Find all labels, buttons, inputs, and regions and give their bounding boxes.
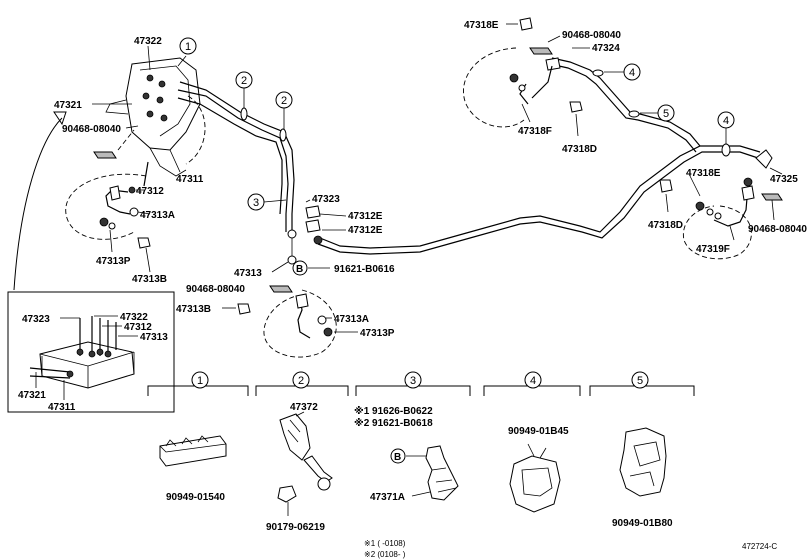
clamp-group-1: 1 90949-01540	[147, 371, 249, 503]
label-47325: 47325	[770, 174, 798, 185]
b-marker-mid: B	[292, 260, 308, 276]
svg-text:4: 4	[723, 115, 729, 127]
label-47321-top: 47321	[54, 100, 82, 111]
svg-text:2: 2	[281, 95, 287, 107]
label-90468-top-left: 90468-08040	[62, 124, 121, 135]
label-47313B-mid: 47313B	[176, 304, 211, 315]
label-47322-top: 47322	[134, 36, 162, 47]
label-47318E-top: 47318E	[464, 20, 499, 31]
label-47312E-b: 47312E	[348, 225, 383, 236]
label-47312-top: 47312	[136, 186, 164, 197]
svg-text:5: 5	[637, 375, 643, 387]
label-91621: 91621-B0616	[334, 264, 395, 275]
inset-label-47323: 47323	[22, 314, 50, 325]
clamp-3-part-b: ※2 91621-B0618	[354, 417, 433, 429]
footnote-1: ※1 ( -0108)	[364, 539, 406, 548]
label-47324: 47324	[592, 43, 620, 54]
callout-4-right: 4	[717, 111, 735, 144]
label-47313P-mid: 47313P	[360, 328, 395, 339]
clamp-1-part: 90949-01540	[166, 492, 225, 503]
svg-text:4: 4	[629, 67, 635, 79]
callout-2-a: 2	[235, 71, 253, 108]
clamp-5-part: 90949-01B80	[612, 518, 673, 529]
callout-5: 5	[640, 104, 675, 122]
svg-text:2: 2	[241, 75, 247, 87]
callout-3-mid: 3	[247, 193, 287, 211]
clamp-2-part-b: 90179-06219	[266, 522, 325, 533]
footnote-2: ※2 (0108- )	[364, 550, 406, 559]
callout-1-top: 1	[177, 37, 197, 67]
label-47323-mid: 47323	[312, 194, 340, 205]
label-90468-top-right: 90468-08040	[562, 30, 621, 41]
label-47318E-right: 47318E	[686, 168, 721, 179]
svg-text:3: 3	[253, 197, 259, 209]
callout-4-top: 4	[604, 63, 641, 81]
svg-text:5: 5	[663, 108, 669, 120]
label-47318D-top: 47318D	[562, 144, 597, 155]
label-47313B-left: 47313B	[132, 274, 167, 285]
brake-actuator-assembly	[105, 57, 206, 177]
clamp-3-part-c: 47371A	[370, 492, 405, 503]
clamp-group-4: 4 90949-01B45	[483, 371, 581, 513]
inset-label-47312: 47312	[124, 322, 152, 333]
inset-label-47321: 47321	[18, 390, 46, 401]
label-47313A-left: 47313A	[140, 210, 175, 221]
inset-label-47322: 47322	[120, 312, 148, 323]
clamp-group-2: 2 47372 90179-06219	[255, 371, 349, 533]
middle-junction	[287, 205, 323, 265]
label-47319F: 47319F	[696, 244, 730, 255]
label-47313A-mid: 47313A	[334, 314, 369, 325]
inset-label-47313: 47313	[140, 332, 168, 343]
clamp-3-part-a: ※1 91626-B0622	[354, 405, 433, 417]
figure-code: 472724-C	[742, 542, 777, 551]
label-47313P-left: 47313P	[96, 256, 131, 267]
svg-text:B: B	[296, 264, 303, 275]
label-47312E-a: 47312E	[348, 211, 383, 222]
clamp-3-b-marker: B	[394, 452, 401, 463]
svg-text:1: 1	[185, 41, 191, 53]
clamp-2-part-a: 47372	[290, 402, 318, 413]
svg-text:1: 1	[197, 375, 203, 387]
label-90468-right: 90468-08040	[748, 224, 807, 235]
label-47318D-right: 47318D	[648, 220, 683, 231]
svg-text:2: 2	[298, 375, 304, 387]
label-47311-top: 47311	[176, 174, 204, 185]
clamp-group-3: 3 ※1 91626-B0622 ※2 91621-B0618 B 47371A	[354, 371, 471, 503]
label-47313-mid: 47313	[234, 268, 262, 279]
inset-label-47311: 47311	[48, 402, 76, 413]
label-47318F: 47318F	[518, 126, 552, 137]
svg-text:4: 4	[530, 375, 536, 387]
svg-text:3: 3	[410, 375, 416, 387]
inset-detail	[7, 291, 175, 413]
clamp-group-5: 5 90949-01B80	[589, 371, 695, 529]
label-90468-mid: 90468-08040	[186, 284, 245, 295]
clamp-4-part: 90949-01B45	[508, 426, 569, 437]
callout-2-b: 2	[275, 91, 293, 130]
